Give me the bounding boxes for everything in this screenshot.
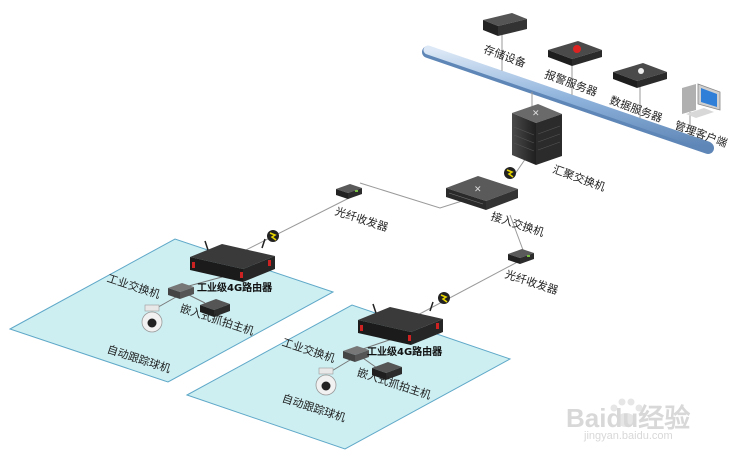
zone-right bbox=[185, 304, 512, 450]
fiber-transceiver-left-icon bbox=[336, 184, 362, 199]
capture-host-right-icon bbox=[372, 362, 402, 380]
fiber-transceiver-right-icon bbox=[508, 249, 534, 264]
svg-text:✕: ✕ bbox=[474, 185, 482, 195]
baidu-paw-watermark-icon bbox=[610, 398, 643, 427]
storage-device-icon bbox=[483, 13, 527, 36]
capture-host-left-icon bbox=[200, 299, 230, 317]
router-left-label: 工业级4G路由器 bbox=[197, 283, 273, 294]
core-switch-icon: ✕ bbox=[512, 104, 562, 165]
dome-camera-right-icon bbox=[315, 367, 337, 396]
data-server-icon bbox=[613, 63, 667, 88]
watermark-brand: Baidu经验 bbox=[566, 403, 691, 433]
dome-camera-left-icon bbox=[141, 304, 163, 333]
router-right-icon bbox=[358, 301, 443, 345]
router-right-label: 工业级4G路由器 bbox=[367, 347, 443, 358]
backbone-bus bbox=[422, 45, 714, 154]
industrial-switch-right-icon bbox=[343, 346, 369, 362]
access-switch-icon: ✕ bbox=[446, 176, 518, 210]
industrial-switch-left-icon bbox=[168, 283, 194, 299]
wireless-bolt-marker-icons bbox=[267, 167, 516, 304]
router-left-icon bbox=[190, 238, 275, 282]
management-client-icon bbox=[682, 83, 721, 118]
watermark-url: jingyan.baidu.com bbox=[584, 430, 673, 442]
svg-text:✕: ✕ bbox=[532, 109, 540, 119]
alarm-server-icon bbox=[548, 41, 602, 66]
